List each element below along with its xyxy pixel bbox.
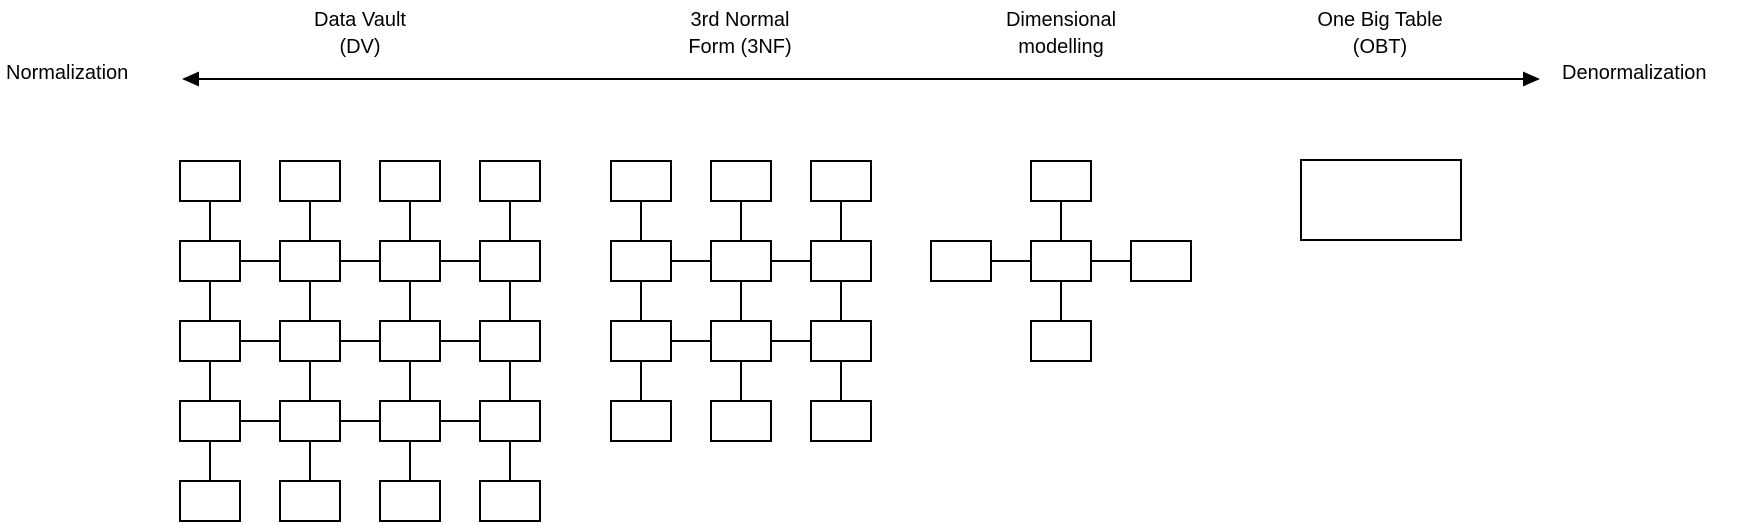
arrowhead-left-icon bbox=[182, 71, 199, 87]
table-box bbox=[810, 240, 872, 282]
title-obt: One Big Table (OBT) bbox=[1260, 7, 1500, 61]
table-box bbox=[479, 480, 541, 522]
table-box bbox=[179, 160, 241, 202]
table-box bbox=[710, 240, 772, 282]
title-data-vault-line1: Data Vault bbox=[314, 9, 406, 31]
table-box bbox=[479, 320, 541, 362]
table-box bbox=[610, 320, 672, 362]
table-box bbox=[610, 400, 672, 442]
table-box bbox=[810, 400, 872, 442]
title-3nf-line1: 3rd Normal bbox=[690, 9, 790, 31]
title-obt-line2: (OBT) bbox=[1352, 36, 1408, 58]
table-box bbox=[379, 320, 441, 362]
title-dimensional-line2: modelling bbox=[1018, 36, 1104, 58]
table-box bbox=[379, 240, 441, 282]
table-box bbox=[479, 400, 541, 442]
axis-label-denormalization: Denormalization bbox=[1562, 62, 1707, 84]
title-dimensional-line1: Dimensional bbox=[1005, 9, 1117, 31]
table-box bbox=[179, 480, 241, 522]
title-data-vault: Data Vault (DV) bbox=[240, 7, 480, 61]
table-box bbox=[479, 160, 541, 202]
table-box bbox=[279, 160, 341, 202]
table-box bbox=[930, 240, 992, 282]
table-box bbox=[179, 400, 241, 442]
table-box bbox=[379, 480, 441, 522]
title-obt-line1: One Big Table bbox=[1317, 9, 1443, 31]
title-data-vault-line2: (DV) bbox=[339, 36, 381, 58]
table-box bbox=[379, 160, 441, 202]
table-box bbox=[279, 400, 341, 442]
table-box bbox=[379, 400, 441, 442]
axis-label-normalization: Normalization bbox=[6, 62, 129, 84]
table-box bbox=[710, 320, 772, 362]
table-box bbox=[279, 240, 341, 282]
arrowhead-right-icon bbox=[1523, 71, 1540, 87]
title-3nf-line2: Form (3NF) bbox=[688, 36, 792, 58]
table-box bbox=[1300, 159, 1462, 241]
table-box bbox=[710, 400, 772, 442]
table-box bbox=[279, 480, 341, 522]
table-box bbox=[610, 160, 672, 202]
title-3nf: 3rd Normal Form (3NF) bbox=[620, 7, 860, 61]
title-dimensional: Dimensional modelling bbox=[941, 7, 1181, 61]
table-box bbox=[1030, 320, 1092, 362]
table-box bbox=[279, 320, 341, 362]
